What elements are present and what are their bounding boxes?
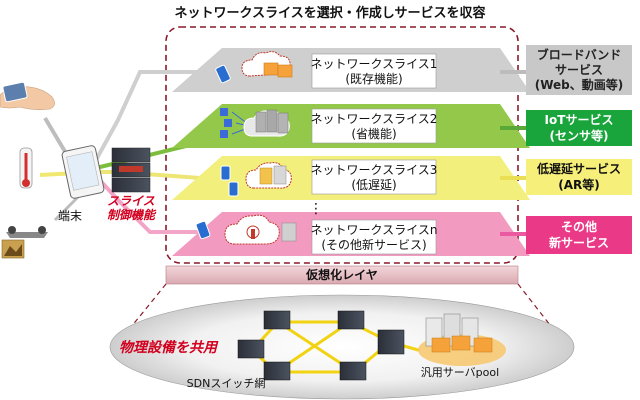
- projection-line-left: [113, 283, 167, 349]
- sdn-switches: [237, 310, 405, 381]
- shared-equipment-label: 物理設備を共用: [119, 339, 219, 356]
- sensor-icon: [220, 108, 228, 116]
- server-icon: [255, 111, 267, 133]
- sdn-switch-icon: [237, 339, 265, 359]
- thermometer-icon: [19, 147, 33, 189]
- slice-control-label-2: 制御機能: [107, 208, 157, 222]
- svg-text:(その他新サービス): (その他新サービス): [321, 237, 426, 252]
- slice-control-server: [111, 147, 151, 193]
- lock-server-icon: [259, 167, 273, 185]
- svg-text:その他: その他: [561, 219, 597, 234]
- svg-text:(既存機能): (既存機能): [345, 71, 402, 86]
- slice-label-1: ネットワークスライス1 (既存機能): [311, 53, 438, 89]
- svg-text:(省機能): (省機能): [351, 126, 396, 141]
- phone-icon: [2, 81, 28, 103]
- phone-icon: [220, 165, 231, 181]
- sdn-switch-icon: [377, 329, 405, 355]
- diagram-title: ネットワークスライスを選択・作成しサービスを収容: [175, 5, 486, 21]
- server-pool: [418, 313, 506, 366]
- svg-text:ネットワークスライス1: ネットワークスライス1: [311, 57, 438, 71]
- ellipsis-dots: ⋮: [309, 201, 323, 217]
- service-box-iot[interactable]: IoTサービス (センサ等): [526, 110, 632, 146]
- server-icon: [281, 222, 297, 242]
- hand-with-phone: [0, 81, 55, 110]
- svg-text:(Web、動画等): (Web、動画等): [535, 77, 624, 92]
- slice-3-devices: [220, 162, 292, 197]
- server-pool-label: 汎用サーバpool: [421, 365, 499, 379]
- svg-text:ネットワークスライス3: ネットワークスライス3: [311, 163, 438, 177]
- svg-text:(センサ等): (センサ等): [550, 128, 609, 143]
- server-pool-icon: [263, 62, 279, 76]
- phone-icon: [215, 64, 231, 84]
- svg-text:ネットワークスライスn: ネットワークスライスn: [311, 223, 438, 237]
- phone-icon: [195, 220, 211, 240]
- smartphone-terminal: [61, 145, 105, 199]
- virtualization-layer-label: 仮想化レイヤ: [305, 267, 378, 282]
- slice-label-3: ネットワークスライス3 (低遅延): [311, 159, 438, 195]
- slices-container: [165, 26, 519, 264]
- service-connectors: [500, 70, 526, 236]
- service-box-other[interactable]: その他 新サービス: [526, 216, 632, 254]
- slice-control-label-1: スライス: [107, 194, 155, 208]
- terminal-label: 端末: [58, 209, 82, 223]
- slice-label-2: ネットワークスライス2 (省機能): [311, 108, 438, 144]
- slice-n-devices: [195, 214, 297, 245]
- svg-text:低遅延サービス: 低遅延サービス: [536, 161, 621, 176]
- slice-label-n: ネットワークスライスn (その他新サービス): [311, 219, 438, 255]
- svg-text:ネットワークスライス2: ネットワークスライス2: [311, 112, 438, 126]
- sdn-switch-icon: [263, 361, 291, 381]
- service-box-low-latency[interactable]: 低遅延サービス (AR等): [526, 159, 632, 195]
- sdn-switch-network-label: SDNスイッチ網: [187, 376, 266, 390]
- svg-text:IoTサービス: IoTサービス: [545, 112, 614, 127]
- sdn-switch-icon: [337, 310, 365, 330]
- service-box-broadband[interactable]: ブロードバンド サービス (Web、動画等): [526, 45, 632, 95]
- svg-text:サービス: サービス: [555, 62, 603, 77]
- slice-2-devices: [220, 108, 290, 138]
- virtualization-layer-bar: [165, 265, 519, 285]
- slice-1-devices: [215, 51, 293, 84]
- sdn-switch-icon: [339, 361, 367, 381]
- camera-drone-icon: [1, 226, 48, 259]
- sdn-switch-icon: [263, 310, 291, 330]
- svg-text:(低遅延): (低遅延): [351, 178, 396, 192]
- svg-text:新サービス: 新サービス: [549, 235, 609, 250]
- svg-text:(AR等): (AR等): [558, 177, 600, 192]
- svg-text:ブロードバンド: ブロードバンド: [537, 47, 622, 62]
